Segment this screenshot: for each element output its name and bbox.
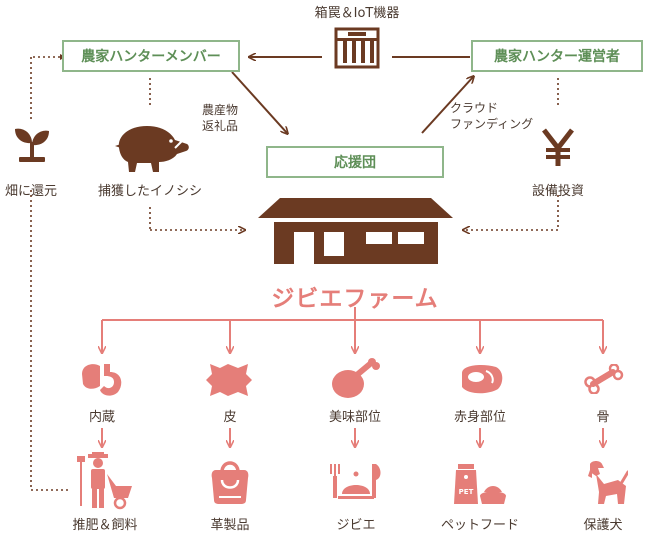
hide-icon [206,364,252,396]
produce-note: 農産物 返礼品 [202,102,238,134]
steak-icon [462,365,503,394]
field-return-label: 畑に還元 [4,184,58,199]
yen-icon [542,128,574,166]
crowdfunding-note-line2: ファンディング [450,117,534,131]
handbag-icon [211,461,249,504]
product-gibier: ジビエ [336,518,376,533]
farm-building-icon [258,198,453,264]
trap-label: 箱罠＆IoT機器 [314,6,400,21]
organs-icon [82,364,122,396]
product-leather-goods: 革製品 [210,518,250,533]
pet-text: PET [459,488,474,496]
crowdfunding-note-line1: クラウド [450,101,499,115]
product-fertilizer-feed: 推肥＆飼料 [72,518,138,533]
produce-note-line2: 返礼品 [202,119,239,133]
category-organs: 内蔵 [88,410,116,425]
product-pet-food: ペットフード [440,518,520,533]
trap-icon [334,27,380,69]
category-tasty-parts: 美味部位 [328,410,382,425]
produce-note-line1: 農産物 [202,103,239,117]
bone-icon [584,364,624,394]
members-box: 農家ハンターメンバー [62,40,240,72]
equipment-investment-label: 設備投資 [531,184,585,199]
captured-boar-label: 捕獲したイノシシ [97,184,203,199]
category-hide: 皮 [223,410,237,425]
farmer-wheelbarrow-icon [77,452,132,510]
boar-icon [115,126,189,172]
dog-icon [588,461,628,504]
support-box: 応援団 [266,146,444,178]
gibier-farm-title: ジビエファーム [271,286,439,312]
sprout-icon [15,128,49,162]
product-rescue-dog: 保護犬 [583,518,623,533]
category-bone: 骨 [596,410,610,425]
crowdfunding-note: クラウド ファンディング [450,100,533,132]
category-lean-parts: 赤身部位 [453,410,507,425]
pet-food-icon: PET [454,464,506,504]
operator-box: 農家ハンター運営者 [471,40,643,72]
dining-dish-icon [330,464,381,499]
drumstick-icon [332,358,380,398]
